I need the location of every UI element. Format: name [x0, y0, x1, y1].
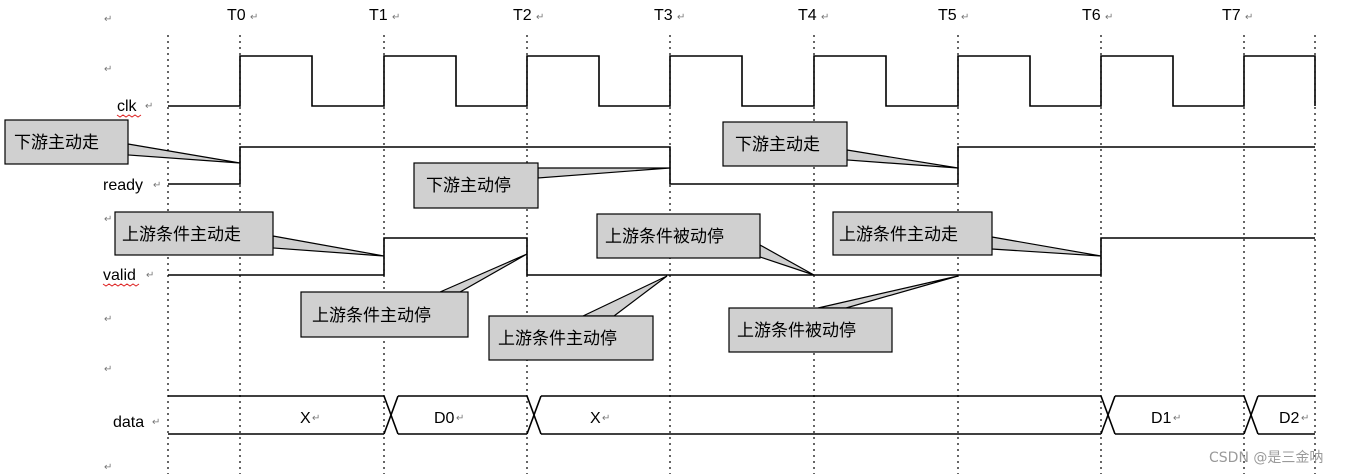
callout-upstream-passive-stop-t4: 上游条件被动停 — [596, 213, 815, 276]
signal-label-valid: valid — [103, 267, 136, 284]
callout-text: 上游条件主动停 — [312, 306, 431, 326]
callout-text: 下游主动停 — [426, 176, 511, 196]
spellcheck-underlines — [102, 114, 142, 287]
watermark: CSDN @是三金呐 — [1209, 449, 1323, 466]
callout-downstream-go-t5: 下游主动走 — [722, 121, 959, 169]
paragraph-mark: ↵ — [146, 270, 154, 281]
paragraph-mark: ↵ — [104, 14, 112, 25]
paragraph-mark: ↵ — [104, 462, 112, 473]
time-label-t4: T4 — [798, 7, 817, 24]
paragraph-mark: ↵ — [602, 413, 610, 424]
callout-downstream-go-t0: 下游主动走 — [4, 119, 241, 165]
paragraph-mark: ↵ — [1173, 413, 1181, 424]
paragraph-marks: ↵ ↵ ↵ ↵ ↵ ↵ ↵ ↵ ↵ ↵ ↵ ↵ ↵ ↵ — [104, 12, 1253, 473]
paragraph-mark: ↵ — [392, 12, 400, 23]
time-label-t3: T3 — [654, 7, 673, 24]
callout-text: 下游主动走 — [735, 135, 820, 155]
clk-waveform — [168, 55, 1316, 107]
callout-text: 上游条件主动走 — [122, 225, 241, 245]
paragraph-mark: ↵ — [104, 364, 112, 375]
data-segment-labels: X D0 X D1 D2 ↵ ↵ ↵ ↵ ↵ — [300, 410, 1309, 427]
paragraph-mark: ↵ — [1301, 413, 1309, 424]
data-segment-d1: D1 — [1151, 410, 1172, 427]
time-label-t2: T2 — [513, 7, 532, 24]
paragraph-mark: ↵ — [250, 12, 258, 23]
time-label-t7: T7 — [1222, 7, 1241, 24]
paragraph-mark: ↵ — [104, 314, 112, 325]
signal-label-ready: ready — [103, 177, 143, 194]
callout-upstream-go-t1: 上游条件主动走 — [114, 211, 385, 257]
callout-text: 上游条件被动停 — [737, 321, 856, 341]
data-segment-x: X — [300, 410, 311, 427]
time-label-t0: T0 — [227, 7, 246, 24]
valid-waveform — [168, 237, 1315, 276]
signal-labels: clk ready valid data ↵ ↵ ↵ ↵ — [103, 98, 161, 431]
callout-upstream-go-t6: 上游条件主动走 — [832, 211, 1102, 257]
callout-text: 上游条件主动走 — [839, 225, 958, 245]
time-label-t1: T1 — [369, 7, 388, 24]
data-segment-d2: D2 — [1279, 410, 1300, 427]
data-bus — [168, 395, 1315, 435]
callout-upstream-stop-t3: 上游条件主动停 — [488, 275, 668, 361]
data-segment-x: X — [590, 410, 601, 427]
time-label-t5: T5 — [938, 7, 957, 24]
paragraph-mark: ↵ — [821, 12, 829, 23]
callout-text: 上游条件主动停 — [498, 329, 617, 349]
callouts: 下游主动走 下游主动停 下游主动走 上游条件主动走 上游条件主动停 — [4, 119, 1102, 361]
paragraph-mark: ↵ — [456, 413, 464, 424]
time-labels: T0 T1 T2 T3 T4 T5 T6 T7 — [227, 7, 1241, 24]
paragraph-mark: ↵ — [1245, 12, 1253, 23]
ready-waveform — [168, 146, 1315, 185]
time-gridlines — [167, 35, 1316, 474]
paragraph-mark: ↵ — [1105, 12, 1113, 23]
signal-label-data: data — [113, 414, 144, 431]
paragraph-mark: ↵ — [677, 12, 685, 23]
paragraph-mark: ↵ — [961, 12, 969, 23]
paragraph-mark: ↵ — [536, 12, 544, 23]
callout-text: 上游条件被动停 — [605, 227, 724, 247]
callout-upstream-stop-t2-a: 上游条件主动停 — [300, 253, 528, 338]
paragraph-mark: ↵ — [145, 101, 153, 112]
paragraph-mark: ↵ — [312, 413, 320, 424]
paragraph-mark: ↵ — [153, 180, 161, 191]
paragraph-mark: ↵ — [104, 64, 112, 75]
time-label-t6: T6 — [1082, 7, 1101, 24]
callout-text: 下游主动走 — [14, 133, 99, 153]
signal-label-clk: clk — [117, 98, 138, 115]
data-segment-d0: D0 — [434, 410, 455, 427]
callout-upstream-passive-stop-t5: 上游条件被动停 — [728, 275, 959, 353]
paragraph-mark: ↵ — [104, 214, 112, 225]
callout-downstream-stop-t3: 下游主动停 — [413, 162, 671, 209]
paragraph-mark: ↵ — [152, 417, 160, 428]
